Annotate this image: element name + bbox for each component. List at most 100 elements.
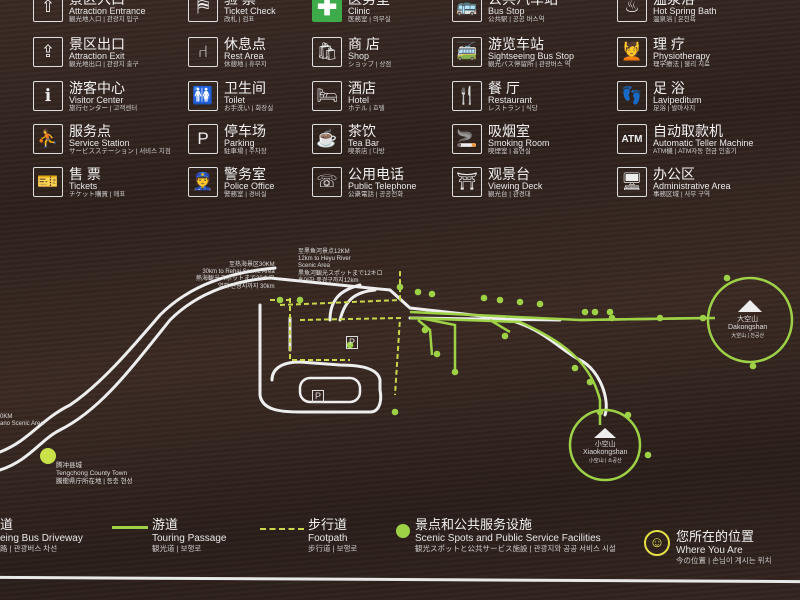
sightseeing-bus-stopen: Sightseeing Bus Stop [488, 51, 575, 61]
sightseeing-bus-icon: 🚎 [452, 37, 482, 67]
entrance-icon: ⇧ [33, 0, 63, 22]
legend-scenic-spots: 景点和公共服务设施 Scenic Spots and Public Servic… [415, 517, 616, 554]
scenic-spot-dot [608, 314, 616, 322]
scenic-spot-dot [433, 350, 441, 358]
scenic-spot-dot [581, 308, 589, 316]
smoking-roomzh: 吸烟室 [488, 123, 530, 139]
office-icon: 🖥 [617, 167, 647, 197]
attraction-entranceen: Attraction Entrance [69, 6, 146, 16]
rehai-ja: 熱海観光スポットまで30キロ [196, 276, 275, 283]
service-stationko: 서비스 지점 [139, 148, 171, 155]
touring-line-swatch [112, 526, 148, 529]
dakongshan-ko: 大空山 | 전공산 [731, 332, 765, 339]
touring-passage [579, 316, 706, 322]
parkingja: 駐車場 [224, 148, 244, 155]
scenic-spot-dot [536, 300, 544, 308]
restaurantko: 식당 [525, 105, 538, 112]
rest-areaja: 休憩地 [224, 61, 244, 68]
rest-areaen: Rest Area [224, 51, 264, 61]
legend-item: 👣 足 浴 Lavipeditum 足浴 | 발마사지 [617, 81, 702, 119]
dakongshan-circle [706, 276, 794, 364]
ticketszh: 售 票 [69, 166, 101, 182]
xiaokongshan-zh: 小空山 [594, 441, 616, 448]
tea-cup-icon: ☕ [312, 124, 342, 154]
scenic-spot-dot [624, 411, 632, 419]
you-are-here-zh: 您所在的位置 [676, 529, 755, 544]
atm-icon: ATM [617, 124, 647, 154]
legend-item: ✚ 医务室 Clinic 医務室 | 의무실 [312, 0, 391, 30]
shop-icon: 🛍 [312, 37, 342, 67]
bus-stopen: Bus Stop [488, 6, 525, 16]
heyu-ko: 흑어하 풍경구까지12km [298, 277, 359, 284]
bus-road [0, 266, 277, 454]
legend-item: ⛿ 验 票 Ticket Check 改札 | 검표 [188, 0, 276, 30]
rehai-ko: 열해 관광지까지 30km [218, 283, 275, 290]
clinicko: 의무실 [372, 16, 391, 23]
legend-item: ⛹ 服务点 Service Station サービスステーション | 서비스 지… [33, 124, 171, 162]
scenic-spot-dot [644, 451, 652, 459]
scenic-spot-dot [496, 296, 504, 304]
tengchong-ko: 騰衝県庁所在地 | 등충 현성 [56, 477, 133, 485]
arrow-road [338, 288, 377, 322]
parking-loop [298, 376, 362, 404]
hot-spring-bathen: Hot Spring Bath [653, 6, 717, 16]
hotelzh: 酒店 [348, 80, 376, 96]
public-telephoneen: Public Telephone [348, 181, 417, 191]
exit-icon: ⇪ [33, 37, 63, 67]
restaurant-icon: 🍴 [452, 81, 482, 111]
scenic-en: Scenic Spots and Public Service Faciliti… [415, 533, 601, 545]
police-officeko: 경비실 [248, 191, 267, 198]
touring-passage [417, 319, 434, 356]
scenic-spot-dot [606, 308, 614, 316]
toiletko: 화장실 [255, 105, 274, 112]
attraction-entranceko: 観光地入口 | 관광지 입구 [69, 16, 139, 23]
legend-item: ⇪ 景区出口 Attraction Exit 観光地出口 | 관광지 출구 [33, 37, 139, 75]
legend-where-you-are: 您所在的位置 Where You Are 今の位置 | 손님이 계시는 위치 [676, 529, 771, 566]
dakongshan-label: 大空山 Dakongshan 大空山 | 전공산 [728, 316, 767, 339]
legend-item: 🚌 公共汽车站 Bus Stop 公共駅 | 공공 버스역 [452, 0, 558, 30]
tea-barko: 다방 [372, 148, 385, 155]
hot-spring-bathzh: 温泉浴 [653, 0, 717, 6]
footpath-line-swatch [260, 528, 304, 530]
attraction-exitzh: 景区出口 [69, 36, 125, 52]
attraction-entrancezh: 景区入口 [69, 0, 146, 6]
visitor-centerko: 고객센터 [113, 105, 138, 112]
touring-passage [419, 316, 457, 372]
attraction-exitko: 観光地出口 | 관광지 출구 [69, 61, 139, 68]
legend-item: ℹ 游客中心 Visitor Center 旅行センター | 고객센터 [33, 81, 137, 119]
viewing-deckzh: 观景台 [488, 166, 530, 182]
footpath [289, 298, 350, 361]
shopko: 상점 [379, 61, 392, 68]
scenic-spot-dot [396, 283, 404, 291]
ticketsja: チケット購買 [69, 191, 108, 198]
service-stationja: サービスステーション [69, 148, 134, 155]
shopzh: 商 店 [348, 36, 380, 52]
toiletzh: 卫生间 [224, 80, 266, 96]
toilet-icon: 🚻 [188, 81, 218, 111]
legend-item: ⛩ 观景台 Viewing Deck 観光台 | 관경대 [452, 167, 542, 205]
footpath-ko: 步行道 | 보행로 [308, 544, 358, 554]
touring-passage [409, 316, 602, 425]
smoking-roomja: 喫煙室 [488, 148, 508, 155]
administrative-areazh: 办公区 [653, 166, 695, 182]
bus-icon: 🚌 [452, 0, 482, 22]
public-telephoneja: 公衆電話 [348, 191, 374, 198]
touring-passage [489, 318, 511, 334]
viewing-decken: Viewing Deck [488, 181, 543, 191]
scenic-spot-dot [391, 408, 399, 416]
ticket-icon: 🎫 [33, 167, 63, 197]
footpath [299, 316, 402, 396]
service-station-icon: ⛹ [33, 124, 63, 154]
visitor-centeren: Visitor Center [69, 95, 124, 105]
administrative-areaja: 事務区域 [653, 191, 679, 198]
legend-item: ⑁ 休息点 Rest Area 休憩地 | 휴무지 [188, 37, 267, 75]
parking-marker: P [346, 336, 359, 349]
automatic-teller-machineja: ATM機 [653, 148, 673, 155]
footpath [279, 270, 401, 306]
telephone-icon: ☏ [312, 167, 342, 197]
scenic-spot-dot [516, 298, 524, 306]
toileten: Toilet [224, 95, 246, 105]
you-are-here-en: Where You Are [676, 545, 743, 557]
cliniczh: 医务室 [348, 0, 391, 6]
shopja: ショップ [348, 61, 374, 68]
